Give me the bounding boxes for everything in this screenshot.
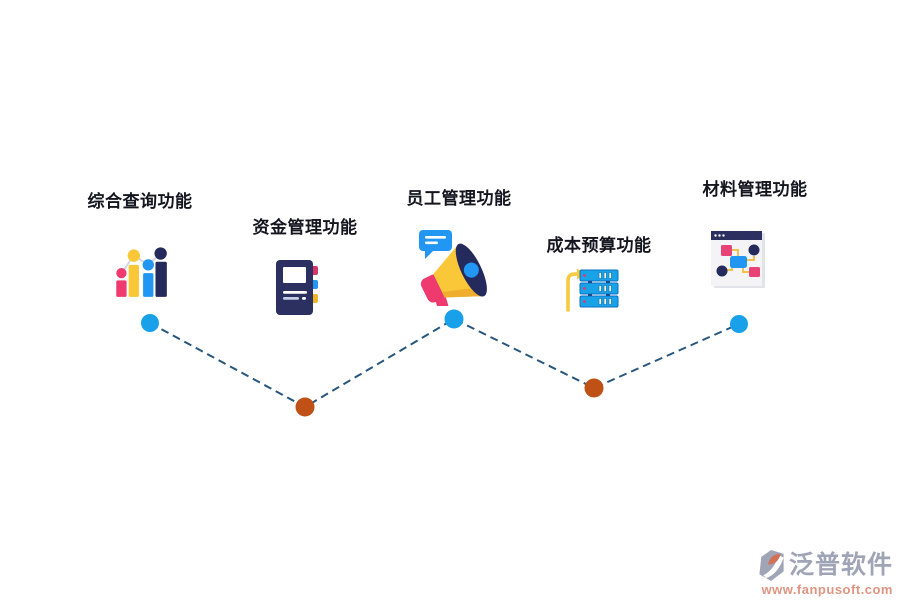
node-dot	[730, 315, 748, 333]
watermark-url: www.fanpusoft.com	[761, 582, 893, 597]
megaphone-icon	[419, 230, 487, 306]
server-icon	[566, 268, 619, 312]
node-label-fund-management: 资金管理功能	[252, 218, 358, 237]
node-dot	[141, 314, 159, 332]
fanpu-logo-icon	[759, 550, 784, 581]
node-label-comprehensive-query: 综合查询功能	[87, 192, 193, 211]
notebook-icon	[276, 260, 318, 315]
node-dot	[584, 378, 604, 398]
watermark: 泛普软件 www.fanpusoft.com	[735, 550, 893, 597]
watermark-brand: 泛普软件	[788, 551, 893, 579]
node-label-cost-budget: 成本预算功能	[546, 236, 652, 255]
node-label-material-management: 材料管理功能	[702, 180, 808, 199]
node-dot	[444, 309, 464, 329]
node-label-employee-management: 员工管理功能	[406, 189, 512, 208]
zigzag-dashed-line	[149, 317, 740, 409]
bar-chart-icon	[116, 247, 167, 297]
node-dot	[295, 397, 315, 417]
browser-flowchart-icon	[711, 231, 765, 288]
